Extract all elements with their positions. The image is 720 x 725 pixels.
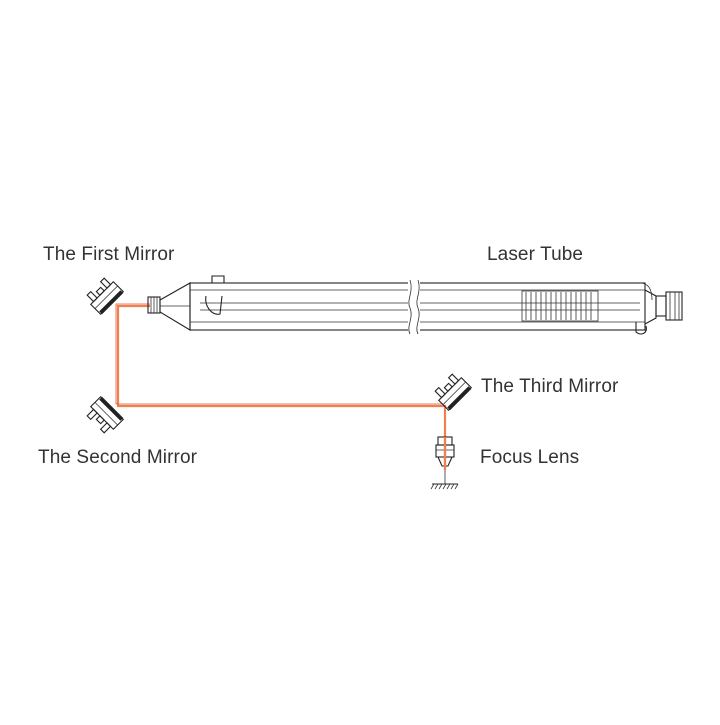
first-mirror [86, 277, 125, 316]
second-mirror [86, 395, 125, 434]
focus-lens-label: Focus Lens [480, 447, 580, 468]
laser-beam [115, 303, 447, 470]
third-mirror-label: The Third Mirror [481, 376, 619, 397]
first-mirror-label: The First Mirror [43, 244, 175, 265]
tube-coil [521, 290, 599, 322]
third-mirror [434, 373, 473, 412]
second-mirror-label: The Second Mirror [38, 447, 198, 468]
work-surface [430, 470, 459, 490]
laser-tube [147, 275, 683, 335]
laser-tube-label: Laser Tube [487, 244, 584, 265]
focus-lens [435, 436, 455, 470]
